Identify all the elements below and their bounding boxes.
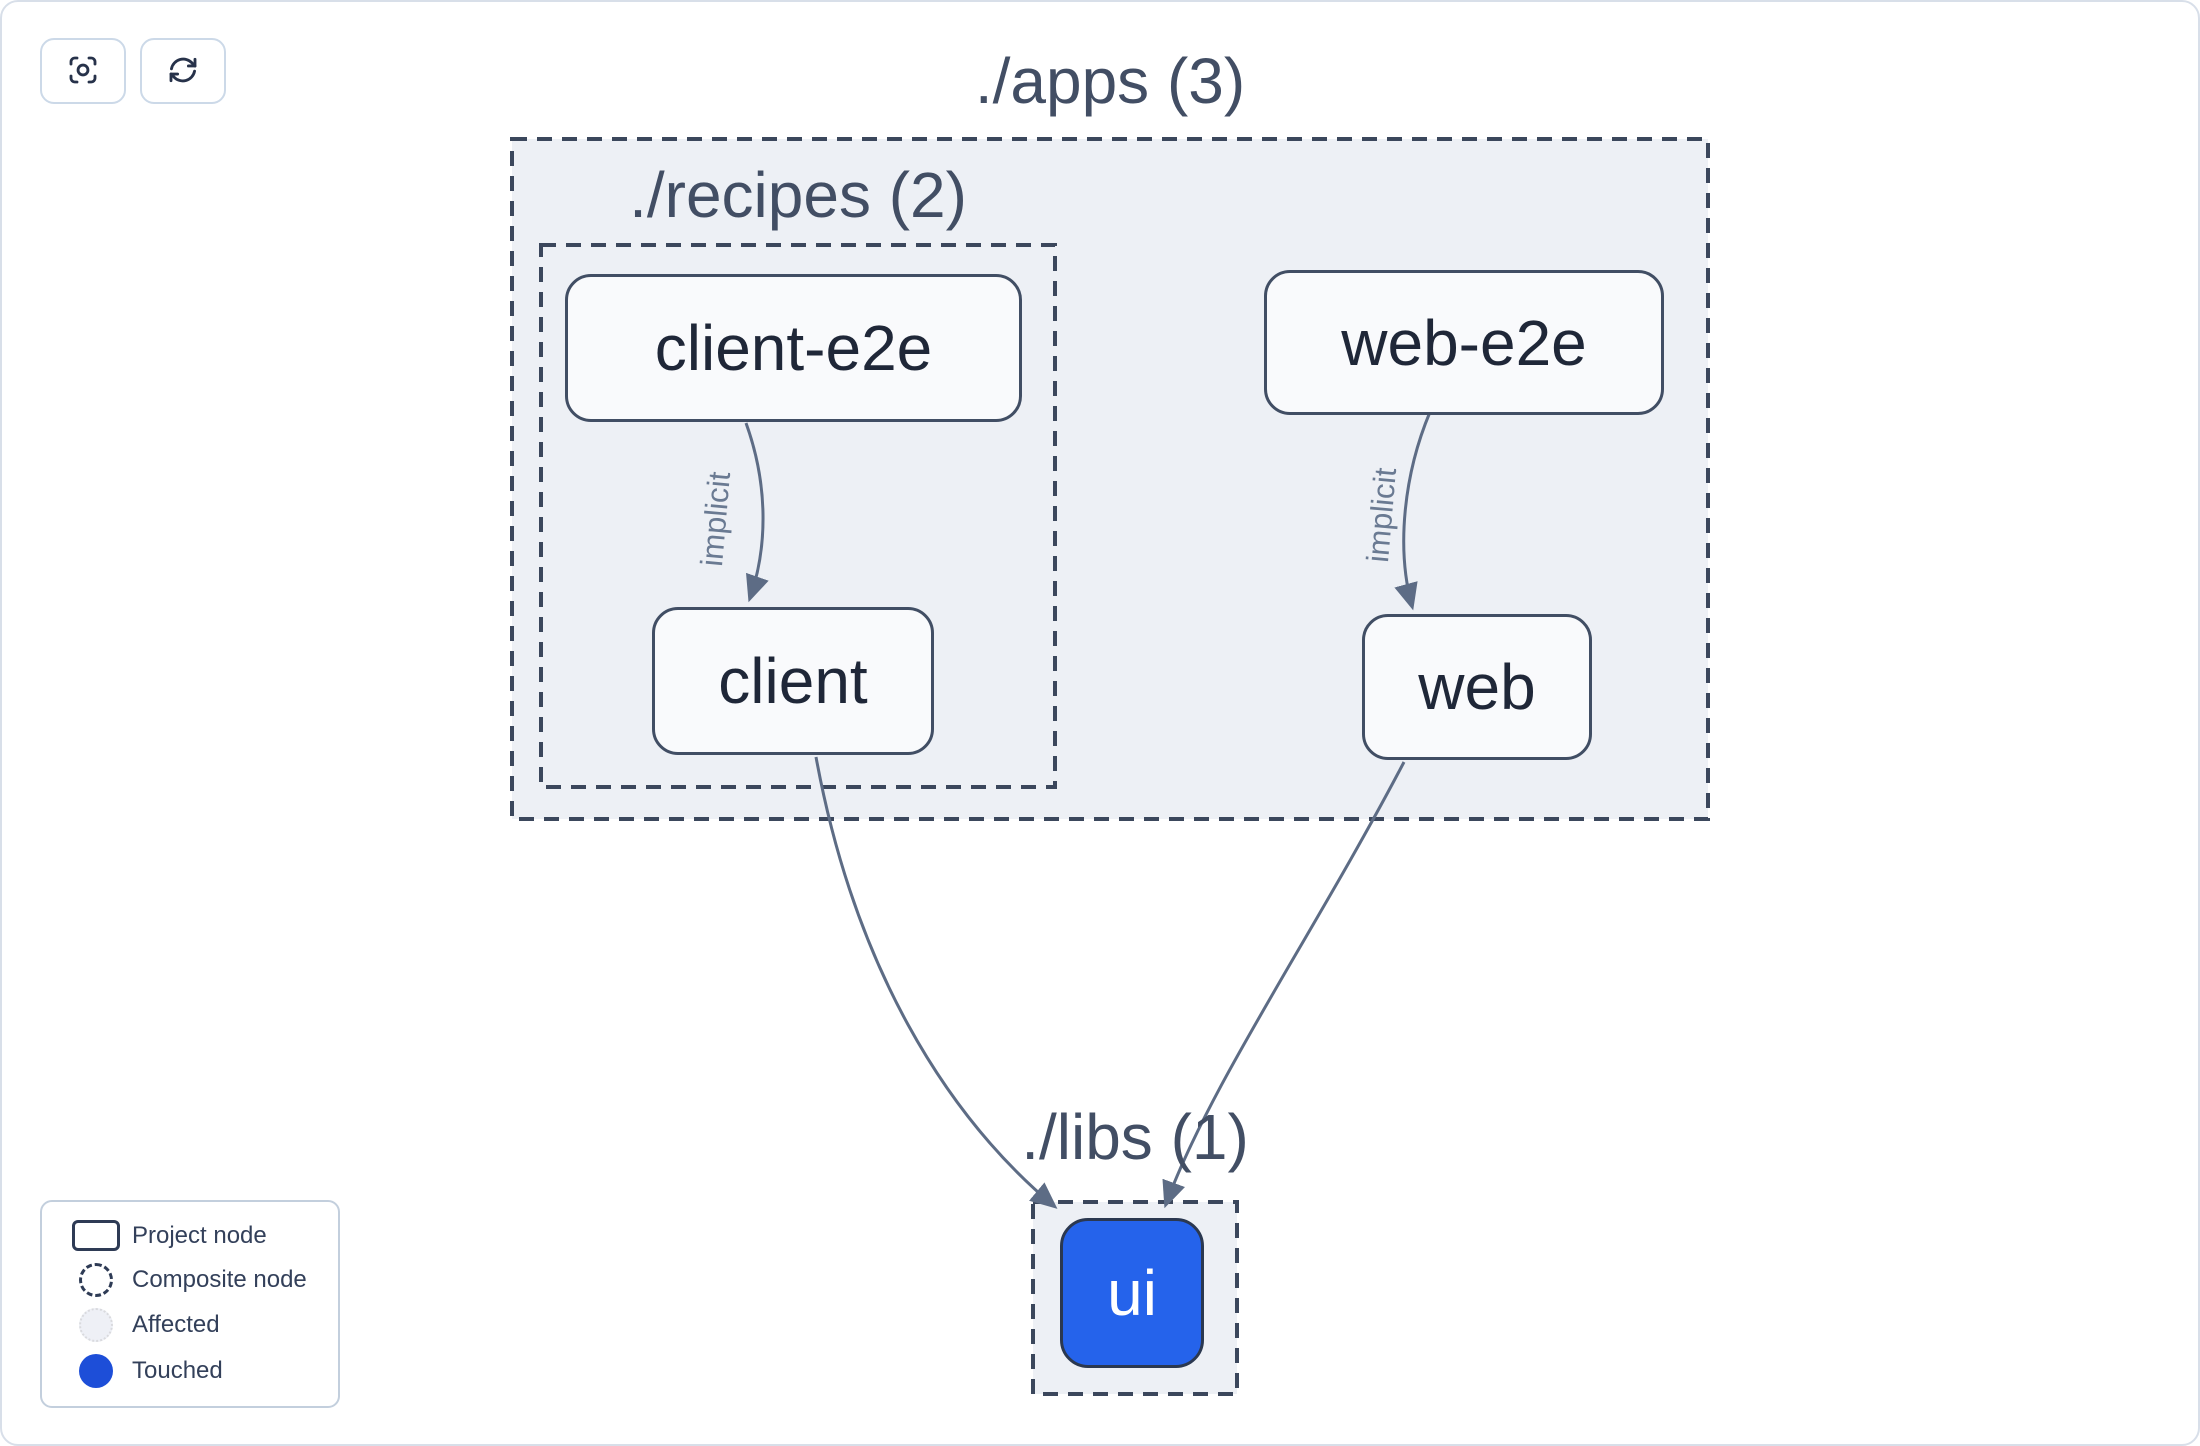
project-node-ui[interactable]: ui [1060,1218,1204,1368]
composite-node-icon [79,1262,113,1297]
focus-icon [65,52,101,91]
legend-panel: Project node Composite node Affected Tou… [40,1200,340,1408]
project-node-icon [72,1220,120,1251]
group-label-apps: ./apps (3) [974,45,1246,117]
refresh-button[interactable] [140,38,226,104]
node-label: client-e2e [654,312,933,384]
project-node-web[interactable]: web [1362,614,1592,760]
focus-button[interactable] [40,38,126,104]
legend-label: Composite node [132,1265,307,1293]
legend-label: Touched [132,1356,223,1384]
legend-item-touched: Touched [60,1353,320,1388]
affected-icon [79,1308,113,1343]
legend-item-project-node: Project node [60,1220,320,1251]
legend-label: Project node [132,1221,267,1249]
edge-client-to-ui[interactable] [814,756,1058,1209]
node-label: web-e2e [1341,306,1587,379]
refresh-icon [165,52,201,91]
project-node-client-e2e[interactable]: client-e2e [565,274,1022,422]
legend-label: Affected [132,1311,220,1339]
legend-item-affected: Affected [60,1308,320,1343]
touched-icon [79,1353,113,1388]
legend-item-composite-node: Composite node [60,1262,320,1297]
node-label: web [1418,651,1536,723]
project-node-web-e2e[interactable]: web-e2e [1264,270,1664,415]
project-node-client[interactable]: client [652,607,934,755]
group-label-recipes: ./recipes (2) [629,159,967,231]
node-label: client [718,645,868,717]
group-label-libs: ./libs (1) [1021,1101,1249,1173]
node-label: ui [1107,1257,1157,1329]
